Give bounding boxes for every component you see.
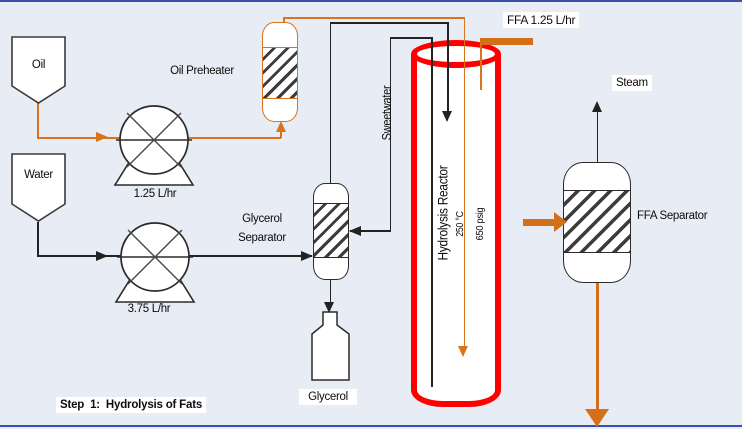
separator-water-inlet-arrow bbox=[301, 250, 313, 261]
bottom-frame-rule bbox=[0, 425, 742, 427]
glycerol-separator-vessel bbox=[313, 183, 349, 280]
reactor-feed-arrow bbox=[458, 346, 469, 357]
steam-vent-arrow bbox=[591, 101, 602, 112]
oil-preheater-label: Oil Preheater bbox=[170, 65, 234, 77]
pipe-ffa-takeoff bbox=[480, 44, 482, 90]
hydrolysis-reactor-bottom-head bbox=[411, 377, 501, 407]
reactor-pressure-label: 650 psig bbox=[474, 207, 486, 241]
glycerol-separator-packing bbox=[314, 203, 348, 258]
water-tank bbox=[11, 153, 66, 222]
pipe-oil-tank-outlet bbox=[37, 103, 39, 138]
glycerol-bottle-label: Glycerol bbox=[299, 389, 357, 405]
water-tank-shape bbox=[11, 153, 66, 222]
pipe-reactor-return-inside bbox=[447, 22, 449, 112]
oil-tank-label: Oil bbox=[31, 59, 46, 71]
pipe-hot-oil-downcomer bbox=[463, 17, 466, 347]
ffa-separator-vessel bbox=[563, 162, 631, 283]
reactor-temperature-label: 250 °C bbox=[455, 211, 466, 237]
pipe-preheater-outlet bbox=[283, 17, 285, 23]
pipe-separator-overhead-run bbox=[329, 22, 449, 24]
separator-sweetwater-inlet-arrow bbox=[349, 225, 361, 236]
water-pump-flow-label: 3.75 L/hr bbox=[127, 303, 171, 315]
pipe-sweetwater-top-run bbox=[389, 37, 433, 39]
sweetwater-stream-label: Sweetwater bbox=[380, 85, 394, 141]
ffa-to-separator-stream bbox=[523, 219, 554, 226]
pipe-preheater-inlet bbox=[280, 130, 282, 138]
ffa-to-separator-arrow bbox=[554, 212, 567, 232]
ffa-separator-packing bbox=[564, 190, 630, 253]
ffa-separator-label: FFA Separator bbox=[637, 210, 708, 222]
pipe-dip-tube-inside bbox=[431, 37, 433, 387]
hydrolysis-reactor-shell bbox=[411, 54, 501, 384]
glycerol-outlet-arrow bbox=[324, 302, 335, 313]
ffa-product-label: FFA 1.25 L/hr bbox=[503, 12, 580, 28]
pipe-water-tank-outlet bbox=[37, 222, 39, 256]
top-frame-rule bbox=[0, 0, 742, 2]
water-pump bbox=[114, 222, 196, 303]
hydrolysis-reactor-label: Hydrolysis Reactor bbox=[435, 165, 451, 261]
oil-tank bbox=[11, 36, 66, 104]
pipe-sweetwater-riser bbox=[389, 37, 392, 231]
oil-preheater-vessel bbox=[262, 22, 298, 122]
oil-preheater-packing bbox=[263, 47, 297, 99]
oil-pump-flow-label: 1.25 L/hr bbox=[133, 188, 177, 200]
water-flow-arrow bbox=[96, 250, 108, 261]
pipe-sweetwater-inlet-run bbox=[350, 230, 391, 232]
reactor-return-arrow bbox=[442, 111, 453, 122]
oil-flow-arrow bbox=[96, 132, 108, 142]
glycerol-bottle bbox=[311, 311, 350, 381]
water-tank-label: Water bbox=[24, 169, 53, 181]
ffa-product-stream-bar bbox=[480, 38, 533, 45]
pipe-steam-vent bbox=[596, 112, 599, 162]
oil-pump bbox=[113, 105, 195, 186]
preheater-inlet-arrow bbox=[275, 121, 286, 132]
steam-label: Steam bbox=[612, 75, 652, 91]
pipe-separator-bottoms bbox=[329, 280, 332, 303]
ffa-bottoms-arrow bbox=[585, 409, 609, 427]
step-caption: Step 1: Hydrolysis of Fats bbox=[56, 397, 207, 413]
pipe-hot-oil-top-run bbox=[283, 17, 465, 19]
oil-tank-shape bbox=[11, 36, 66, 104]
glycerol-bottle-shape bbox=[311, 311, 350, 381]
ffa-bottoms-stream bbox=[595, 283, 599, 410]
pipe-separator-overhead-riser bbox=[329, 22, 332, 184]
